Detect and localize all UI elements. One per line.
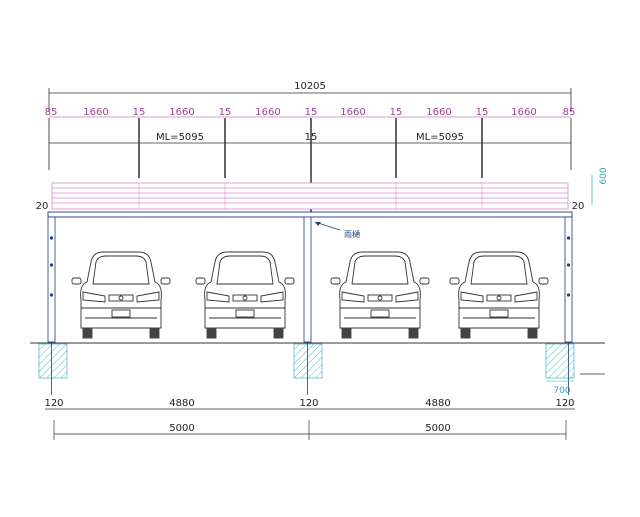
overall-width-text: 10205: [294, 81, 326, 92]
bottom-dim-2: 120: [299, 398, 318, 409]
top-dim-6: 15: [305, 107, 318, 118]
top-dim-0: 85: [45, 107, 58, 118]
bottom-dimensions: 120 4880 120 4880 120 5000 5000: [44, 398, 575, 440]
ml-dimension: ML=5095 15 ML=5095: [49, 132, 571, 144]
rafter-lines: [48, 118, 572, 215]
module-dimensions: 85 1660 15 1660 15 1660 15 1660 15 1660 …: [45, 107, 576, 118]
ml-left-text: ML=5095: [156, 132, 204, 143]
top-dim-1: 1660: [83, 107, 108, 118]
cars: [71, 251, 549, 339]
post-center: [303, 216, 312, 343]
top-dim-9: 1660: [426, 107, 451, 118]
footings: 700: [38, 342, 605, 396]
top-dim-10: 15: [476, 107, 489, 118]
bottom-dim-3: 4880: [425, 398, 450, 409]
top-dim-8: 15: [390, 107, 403, 118]
height-dimension: 600: [591, 167, 609, 205]
car-1: [71, 251, 171, 339]
overall-dimension: 10205: [48, 81, 572, 112]
bottom-dim-0: 120: [44, 398, 63, 409]
car-2: [195, 251, 295, 339]
post-right: [564, 216, 573, 343]
footing-dim-text: 700: [553, 386, 570, 396]
top-dim-7: 1660: [340, 107, 365, 118]
top-dim-2: 15: [133, 107, 146, 118]
span-dim-0: 5000: [169, 423, 194, 434]
car-4: [449, 251, 549, 339]
height-dim-text: 600: [599, 167, 609, 184]
top-dim-5: 1660: [255, 107, 280, 118]
bottom-dim-1: 4880: [169, 398, 194, 409]
car-3: [330, 251, 430, 339]
top-dim-12: 85: [563, 107, 576, 118]
span-dim-1: 5000: [425, 423, 450, 434]
post-left: [47, 216, 56, 343]
ml-mid-text: 15: [305, 132, 318, 143]
top-dim-3: 1660: [169, 107, 194, 118]
side-left-text: 20: [36, 201, 49, 212]
ml-right-text: ML=5095: [416, 132, 464, 143]
top-dim-11: 1660: [511, 107, 536, 118]
bottom-dim-4: 120: [555, 398, 574, 409]
top-dim-4: 15: [219, 107, 232, 118]
roof-panels: 20 20: [36, 182, 585, 212]
gutter-label: 雨樋: [344, 229, 360, 239]
side-right-text: 20: [572, 201, 585, 212]
